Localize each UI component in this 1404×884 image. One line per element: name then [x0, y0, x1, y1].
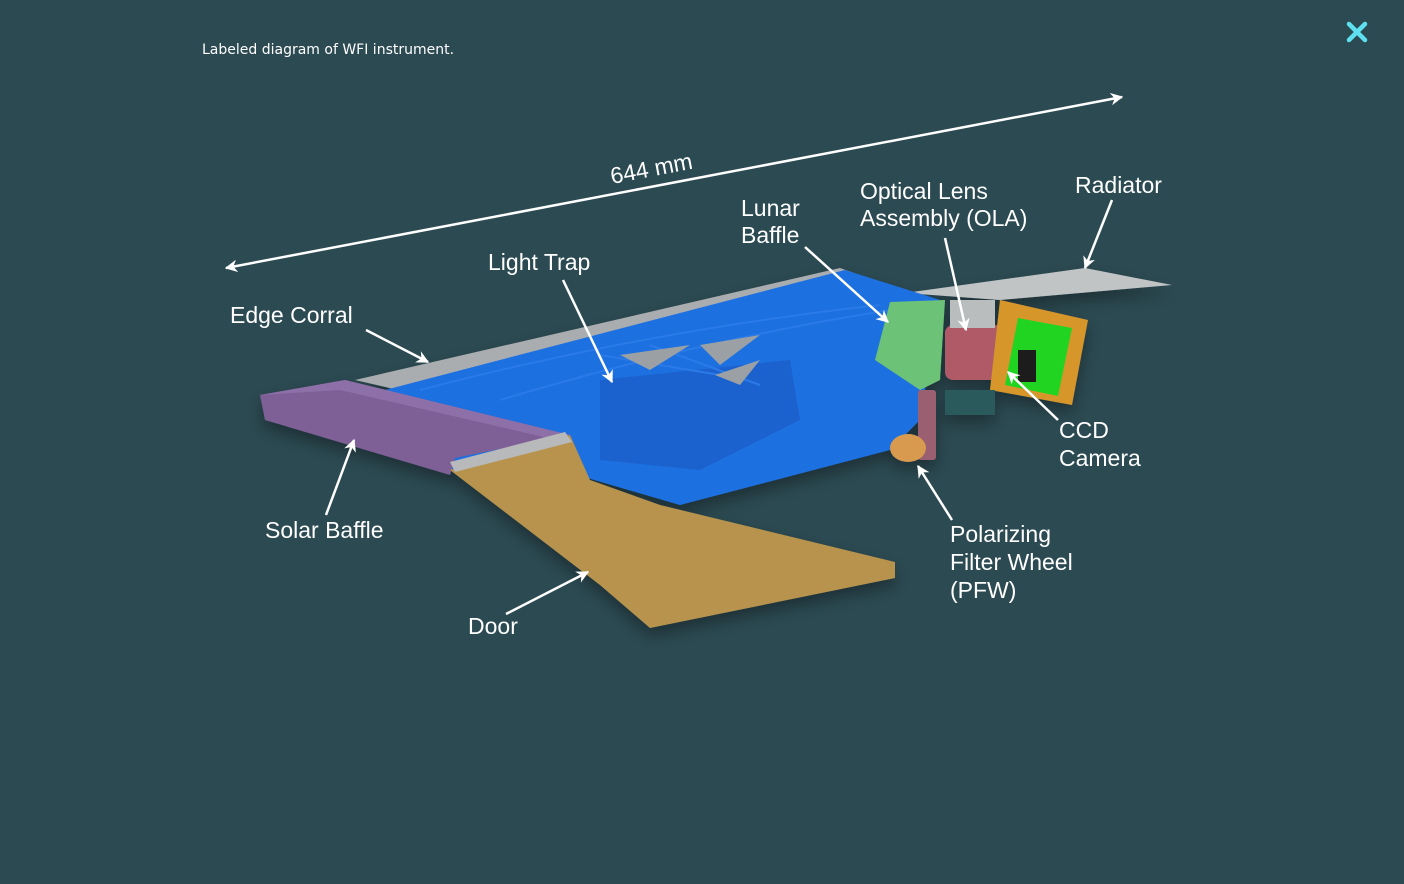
solar-baffle-arrow [324, 438, 356, 516]
dimension-label: 644 mm [608, 148, 694, 189]
dimension-arrow [224, 92, 1124, 273]
pfw-label-line1: Polarizing [950, 521, 1051, 547]
door-label: Door [468, 613, 518, 639]
solar-baffle-label: Solar Baffle [265, 517, 383, 543]
pfw-arrow [916, 464, 954, 521]
close-icon[interactable] [1343, 18, 1371, 46]
radiator-label: Radiator [1075, 172, 1162, 198]
ola-label-line1: Optical Lens [860, 178, 988, 204]
radiator-part [905, 268, 1172, 300]
light-trap-arrow [561, 279, 614, 384]
lunar-baffle-arrow [804, 246, 889, 323]
light-trap-label: Light Trap [488, 249, 590, 275]
ola-label-line2: Assembly (OLA) [860, 205, 1027, 231]
radiator-arrow [1083, 199, 1114, 270]
door-arrow [505, 570, 590, 616]
door-part [450, 435, 895, 628]
ccd-camera-label-line1: CCD [1059, 417, 1109, 443]
edge-corral-label: Edge Corral [230, 302, 353, 328]
light-trap-shade [600, 360, 800, 470]
solar-baffle-part [260, 380, 570, 475]
ccd-camera-label-line2: Camera [1059, 445, 1141, 471]
pfw-label-line3: (PFW) [950, 577, 1016, 603]
lunar-baffle-label-line2: Baffle [741, 222, 799, 248]
lunar-baffle-label-line1: Lunar [741, 195, 800, 221]
lunar-baffle-part [875, 300, 945, 390]
image-caption: Labeled diagram of WFI instrument. [202, 42, 455, 58]
ola-arrow [943, 237, 970, 332]
ccd-camera-arrow [1007, 371, 1059, 421]
ola-part [945, 325, 1005, 380]
pfw-label-line2: Filter Wheel [950, 549, 1073, 575]
edge-corral-arrow [365, 328, 430, 364]
